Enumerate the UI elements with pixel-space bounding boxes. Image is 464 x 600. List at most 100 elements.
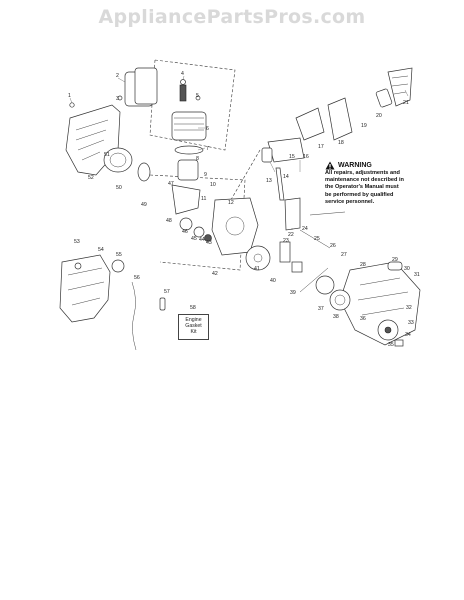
callout-35: 35: [388, 342, 394, 348]
gasket-kit-line: Gasket: [185, 323, 202, 329]
callout-3: 3: [116, 96, 119, 102]
callout-47: 47: [168, 181, 174, 187]
screw: [74, 262, 82, 270]
callout-24: 24: [302, 226, 308, 232]
crankcase: [211, 197, 259, 256]
callout-48: 48: [166, 218, 172, 224]
choke-plate: [327, 97, 353, 141]
air-filter-housing: [134, 67, 158, 105]
callout-29: 29: [392, 257, 398, 263]
callout-14: 14: [283, 174, 289, 180]
callout-41: 41: [254, 266, 260, 272]
callout-44: 44: [199, 237, 205, 243]
flywheel: [245, 245, 271, 271]
screw: [69, 102, 75, 108]
callout-31: 31: [414, 272, 420, 278]
callout-53: 53: [74, 239, 80, 245]
callout-23: 23: [283, 238, 289, 244]
callout-43: 43: [206, 240, 212, 246]
callout-18: 18: [338, 140, 344, 146]
warning-header: WARNING: [325, 161, 417, 170]
bearing: [179, 217, 193, 231]
callout-12: 12: [228, 200, 234, 206]
crankshaft: [171, 184, 201, 215]
bearing: [193, 226, 205, 238]
callout-15: 15: [289, 154, 295, 160]
callout-19: 19: [361, 123, 367, 129]
callout-4: 4: [181, 71, 184, 77]
engine-shroud: [59, 254, 111, 323]
warning-line: maintenance not described in: [325, 177, 404, 184]
warning-body: All repairs, adjustments and maintenance…: [325, 170, 417, 206]
warning-line: All repairs, adjustments and: [325, 170, 400, 176]
warning-line: the Operator's Manual must: [325, 184, 399, 191]
starter-pulley: [315, 275, 335, 295]
fuel-hose: [131, 281, 137, 351]
drive-shaft: [299, 267, 329, 293]
callout-17: 17: [318, 144, 324, 150]
gasket-kit-label: Engine Gasket Kit: [178, 314, 209, 340]
screw: [195, 95, 201, 101]
warning-triangle-icon: [325, 161, 335, 170]
warning-line: service personnel.: [325, 198, 375, 205]
fuel-line: [309, 211, 346, 216]
callout-51: 51: [104, 152, 110, 158]
piston: [177, 159, 199, 181]
callout-56: 56: [134, 275, 140, 281]
warning-notice: WARNING All repairs, adjustments and mai…: [325, 161, 417, 206]
primer-bulb: [111, 259, 125, 273]
assembly-boundary-line: [149, 59, 236, 151]
o-ring: [137, 162, 151, 182]
callout-26: 26: [330, 243, 336, 249]
cylinder-gasket: [174, 145, 204, 155]
callout-28: 28: [360, 262, 366, 268]
screw: [117, 95, 123, 101]
callout-2: 2: [116, 73, 119, 79]
callout-9: 9: [204, 172, 207, 178]
warning-title: WARNING: [338, 162, 372, 169]
ignition-module: [279, 241, 291, 263]
spark-plug-boot: [291, 261, 303, 273]
callout-55: 55: [116, 252, 122, 258]
callout-57: 57: [164, 289, 170, 295]
callout-13: 13: [266, 178, 272, 184]
callout-54: 54: [98, 247, 104, 253]
seal: [204, 234, 212, 242]
callout-42: 42: [212, 271, 218, 277]
callout-20: 20: [376, 113, 382, 119]
callout-8: 8: [196, 156, 199, 162]
callout-36: 36: [360, 316, 366, 322]
intake-spacer: [261, 147, 273, 163]
callout-50: 50: [116, 185, 122, 191]
callout-39: 39: [290, 290, 296, 296]
gasket-kit-number: 58: [190, 305, 196, 311]
callout-40: 40: [270, 278, 276, 284]
callout-38: 38: [333, 314, 339, 320]
callout-34: 34: [405, 332, 411, 338]
spacer: [394, 339, 404, 347]
spark-plug: [179, 84, 187, 102]
callout-45: 45: [191, 236, 197, 242]
gasket-kit-line: Engine: [185, 317, 202, 323]
callout-25: 25: [314, 236, 320, 242]
starter-handle: [387, 261, 403, 271]
warning-line: be performed by qualified: [325, 191, 394, 198]
carburetor: [267, 137, 305, 163]
callout-27: 27: [341, 252, 347, 258]
cylinder: [171, 111, 207, 141]
callout-7: 7: [206, 146, 209, 152]
fuel-filter: [159, 297, 166, 311]
air-filter-plate: [295, 107, 325, 141]
callout-32: 32: [406, 305, 412, 311]
muffler: [103, 147, 133, 173]
callout-22: 22: [288, 232, 294, 238]
callout-37: 37: [318, 306, 324, 312]
throttle-linkage: [275, 167, 285, 201]
callout-10: 10: [210, 182, 216, 188]
callout-21: 21: [403, 100, 409, 106]
callout-5: 5: [196, 93, 199, 99]
callout-30: 30: [404, 266, 410, 272]
air-filter: [375, 88, 393, 108]
fuel-tank-bracket: [284, 197, 301, 231]
